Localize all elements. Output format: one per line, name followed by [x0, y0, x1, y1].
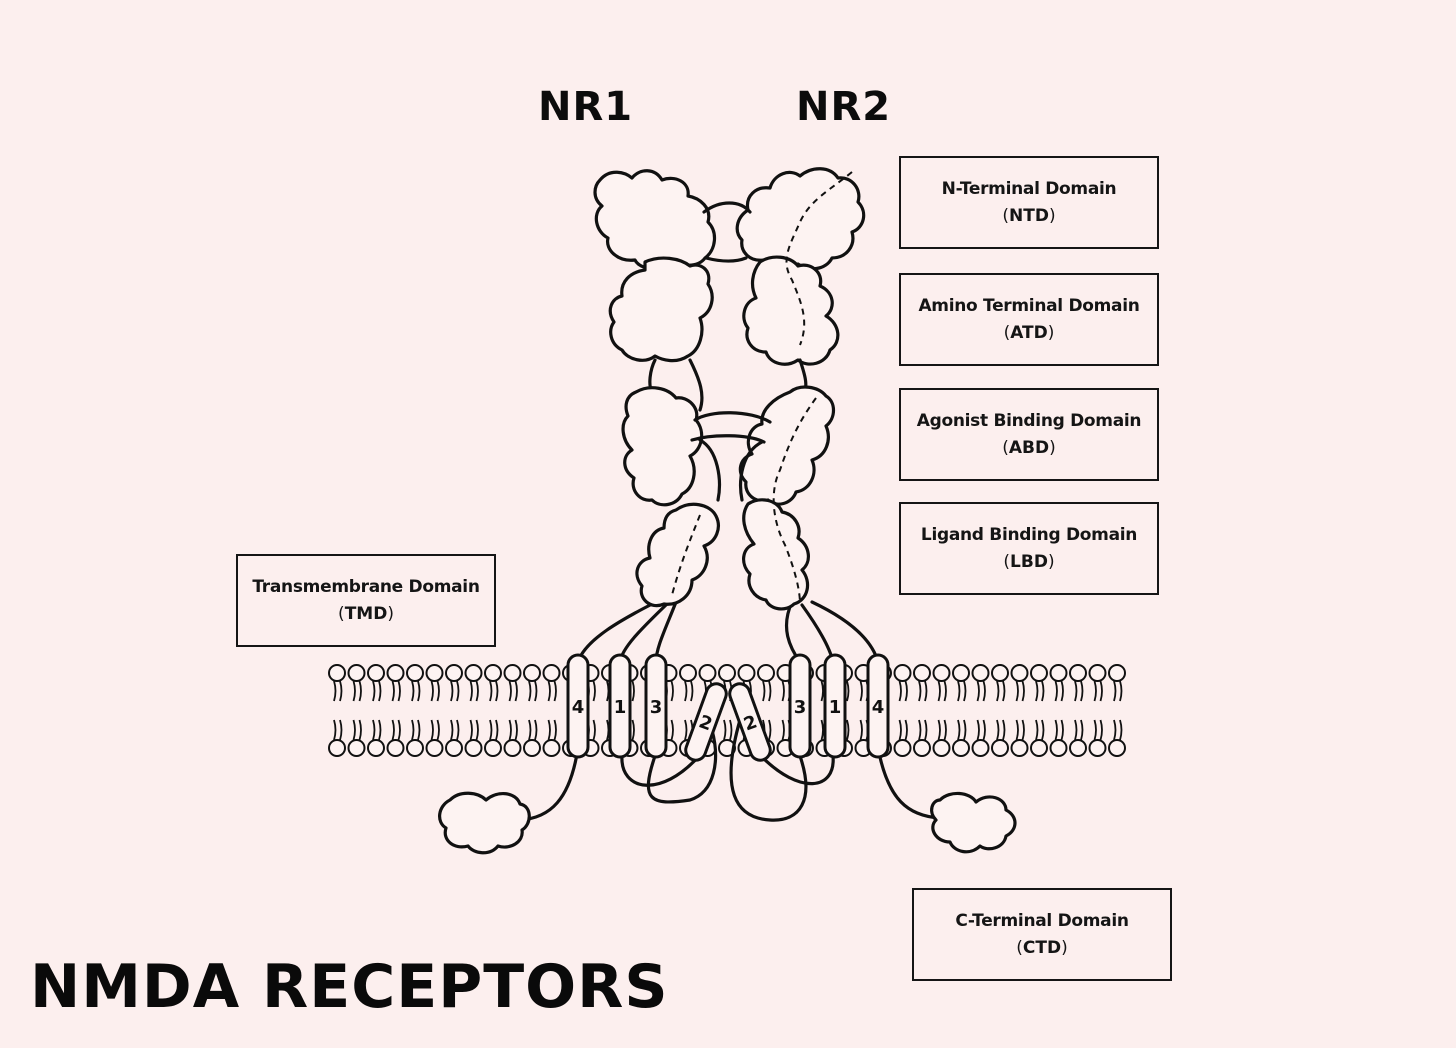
helix-number: 3 [650, 697, 663, 718]
tmd-abbr-line: (TMD) [338, 603, 394, 624]
lipid [484, 664, 502, 757]
lipid [1108, 664, 1126, 757]
helix-number: 1 [829, 697, 842, 718]
ntd-name: N-Terminal Domain [941, 178, 1117, 199]
abd-box: Agonist Binding Domain (ABD) [899, 388, 1159, 481]
helix-nr1-1: 1 [608, 653, 632, 759]
nr1-ctd-lobe [438, 791, 531, 855]
lipid [1030, 664, 1048, 757]
atd-abbr-line: (ATD) [1003, 322, 1055, 343]
ntd-box: N-Terminal Domain (NTD) [899, 156, 1159, 249]
lipid [464, 664, 483, 757]
helix-number: 1 [614, 697, 627, 718]
ntd-abbr: NTD [1009, 205, 1049, 226]
abd-abbr: ABD [1008, 437, 1050, 458]
abd-bridge [690, 411, 772, 444]
atd-abbr: ATD [1010, 322, 1048, 343]
lipid [1049, 664, 1068, 757]
tmd-abbr: TMD [344, 603, 388, 624]
helix-number: 3 [794, 697, 807, 718]
nr1-pore-loop [620, 728, 718, 804]
nr2-atd-lobe [742, 255, 840, 366]
lipid [893, 664, 912, 757]
lipid [932, 664, 951, 757]
lipid-bilayer [328, 664, 1126, 757]
abd-stalk [698, 438, 764, 502]
lbd-abbr: LBD [1010, 551, 1048, 572]
lipid [347, 664, 366, 757]
helix-nr2-3: 3 [788, 653, 812, 759]
nr1-atd-lobe [608, 256, 714, 363]
helix-nr2-1: 1 [823, 653, 847, 759]
ctd-abbr: CTD [1022, 937, 1062, 958]
nr2-label: NR2 [796, 84, 892, 130]
ntd-bridge [702, 201, 752, 263]
abd-abbr-line: (ABD) [1002, 437, 1056, 458]
helix-nr1-3: 3 [644, 653, 668, 759]
nr2-abd-lobe [738, 385, 836, 506]
lipid [328, 664, 346, 757]
lbd-box: Ligand Binding Domain (LBD) [899, 502, 1159, 595]
nr2-c-terminal-tail [876, 746, 942, 820]
lipid [913, 664, 931, 757]
lipid [523, 664, 541, 757]
ctd-abbr-line: (CTD) [1016, 937, 1068, 958]
helix-number: 4 [872, 697, 885, 718]
atd-box: Amino Terminal Domain (ATD) [899, 273, 1159, 366]
lipid [1069, 664, 1087, 757]
lipid [1010, 664, 1029, 757]
nr2-pore-loop [729, 718, 835, 822]
nr1-abd-lobe [621, 386, 704, 507]
tmd-box: Transmembrane Domain (TMD) [236, 554, 496, 647]
atd-name: Amino Terminal Domain [918, 295, 1140, 316]
lipid [991, 664, 1009, 757]
abd-name: Agonist Binding Domain [916, 410, 1142, 431]
helix-nr1-4: 4 [566, 653, 590, 759]
nr2-linker [784, 600, 880, 664]
lipid [406, 664, 424, 757]
lbd-abbr-line: (LBD) [1003, 551, 1055, 572]
nr1-lbd-lobe [635, 502, 720, 608]
lipid [367, 664, 385, 757]
helix-nr1-2: 2 [684, 682, 728, 762]
nr2-internal-folds [671, 171, 853, 605]
tmd-name: Transmembrane Domain [252, 576, 480, 597]
lipid [1088, 664, 1107, 757]
nr1-linker [576, 598, 678, 664]
lipid [503, 664, 522, 757]
nr2-ctd-lobe [930, 791, 1017, 854]
lipid [971, 664, 990, 757]
ntd-abbr-line: (NTD) [1002, 205, 1056, 226]
lipid [445, 664, 463, 757]
helix-nr2-2: 2 [728, 682, 772, 762]
lipid [952, 664, 970, 757]
ctd-name: C-Terminal Domain [955, 910, 1129, 931]
helix-nr2-4: 4 [866, 653, 890, 759]
lipid [386, 664, 405, 757]
nr1-label: NR1 [538, 84, 634, 130]
lipid [542, 664, 561, 757]
nr2-lbd-lobe [742, 498, 810, 611]
nr1-ntd-lobe [593, 169, 716, 271]
lipid [425, 664, 444, 757]
helix-number: 4 [572, 697, 585, 718]
ctd-box: C-Terminal Domain (CTD) [912, 888, 1172, 981]
lbd-name: Ligand Binding Domain [920, 524, 1138, 545]
page-title: NMDA RECEPTORS [30, 952, 669, 1022]
